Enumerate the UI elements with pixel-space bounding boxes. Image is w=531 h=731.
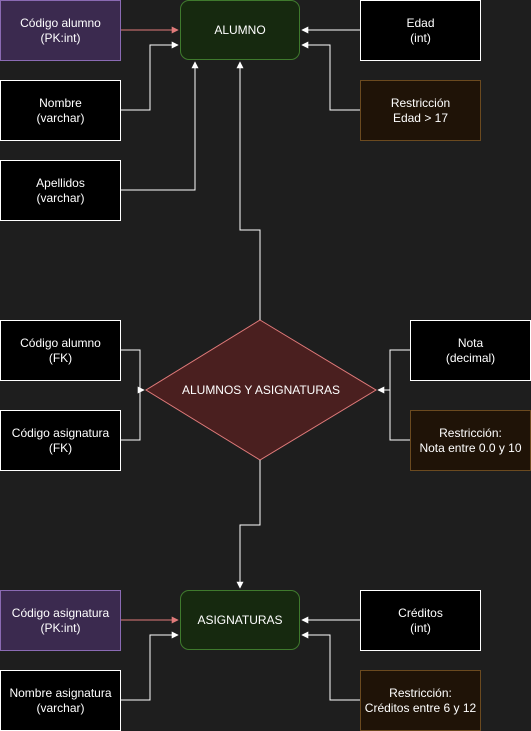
attribute-edad[interactable]: Edad(int) — [360, 0, 481, 61]
attribute-label: Nombre — [39, 95, 82, 110]
attribute-type: (varchar) — [36, 190, 85, 205]
attribute-label: Nota — [457, 335, 484, 350]
attribute-type: (int) — [410, 620, 431, 635]
attribute-type: (PK:int) — [40, 30, 81, 45]
entity-alumno-label: ALUMNO — [214, 22, 266, 37]
attribute-type: (varchar) — [36, 700, 85, 715]
attribute-label: Código asignatura — [11, 605, 110, 620]
restriction-title: Restricción: — [389, 685, 452, 700]
attribute-type: (PK:int) — [40, 620, 81, 635]
entity-asignaturas-label: ASIGNATURAS — [197, 612, 283, 627]
attribute-type: (int) — [410, 30, 431, 45]
restriction-rule: Créditos entre 6 y 12 — [364, 700, 477, 715]
attribute-apellidos[interactable]: Apellidos(varchar) — [0, 160, 121, 221]
attribute-creditos[interactable]: Créditos(int) — [360, 590, 481, 651]
attribute-type: (varchar) — [36, 110, 85, 125]
restriction-rule: Nota entre 0.0 y 10 — [419, 440, 522, 455]
attribute-nota[interactable]: Nota(decimal) — [410, 320, 531, 381]
connector-apellidos — [120, 61, 199, 191]
attribute-type: (decimal) — [445, 350, 496, 365]
attribute-label: Código alumno — [20, 335, 101, 350]
attribute-codigo-alumno-fk[interactable]: Código alumno(FK) — [0, 320, 121, 381]
attribute-codigo-asignatura-pk[interactable]: Código asignatura(PK:int) — [0, 590, 121, 651]
connector-relationship-asignaturas — [236, 460, 261, 589]
attribute-type: (FK) — [48, 440, 73, 455]
relationship-label: ALUMNOS Y ASIGNATURAS — [181, 383, 341, 397]
connector-restriccion-creditos — [301, 631, 360, 701]
attribute-label: Código alumno — [20, 15, 101, 30]
attribute-label: Apellidos — [36, 175, 85, 190]
restriction-creditos[interactable]: Restricción:Créditos entre 6 y 12 — [360, 670, 481, 731]
connector-nota — [377, 349, 410, 394]
restriction-nota[interactable]: Restricción:Nota entre 0.0 y 10 — [410, 410, 531, 471]
attribute-codigo-asignatura-fk[interactable]: Código asignatura(FK) — [0, 410, 121, 471]
entity-asignaturas[interactable]: ASIGNATURAS — [180, 590, 300, 650]
connector-restriccion-nota — [389, 390, 410, 441]
connector-nombre-asignatura — [120, 631, 179, 701]
attribute-nombre-asignatura[interactable]: Nombre asignatura(varchar) — [0, 670, 121, 731]
connector-nombre — [120, 41, 179, 111]
restriction-rule: Edad > 17 — [392, 110, 449, 125]
attribute-label: Edad — [406, 15, 435, 30]
attribute-nombre[interactable]: Nombre(varchar) — [0, 80, 121, 141]
attribute-codigo-alumno-pk[interactable]: Código alumno(PK:int) — [0, 0, 121, 61]
attribute-label: Créditos — [398, 605, 443, 620]
entity-alumno[interactable]: ALUMNO — [180, 0, 300, 60]
connector-relationship-alumno — [236, 61, 261, 320]
attribute-label: Código asignatura — [11, 425, 110, 440]
attribute-type: (FK) — [48, 350, 73, 365]
attribute-label: Nombre asignatura — [9, 685, 112, 700]
connector-codigo-alumno-fk — [120, 349, 145, 394]
connector-restriccion-edad — [301, 41, 360, 111]
restriction-title: Restricción — [390, 95, 451, 110]
restriction-title: Restricción: — [439, 425, 502, 440]
connector-codigo-asignatura-fk — [120, 390, 141, 441]
